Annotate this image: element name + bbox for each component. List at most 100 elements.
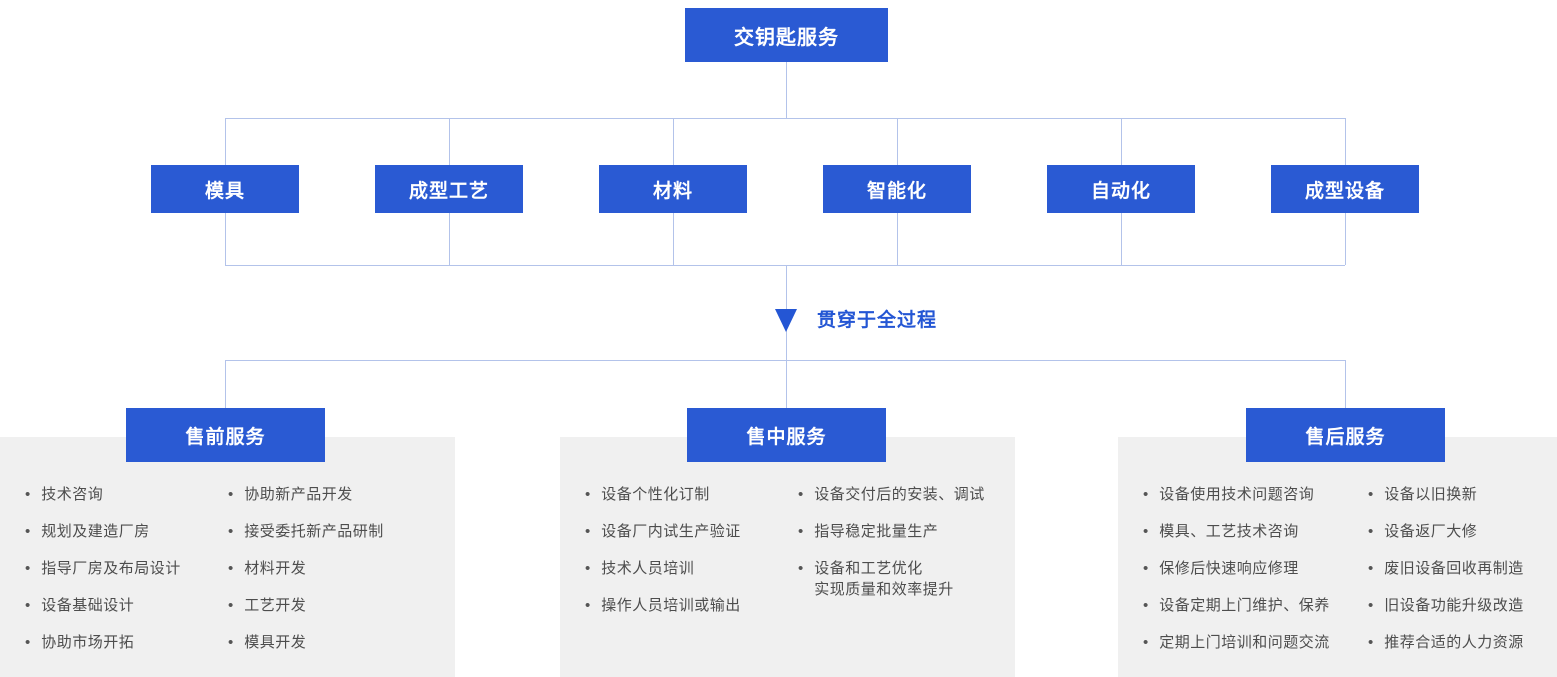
bullet-icon: • bbox=[1143, 597, 1149, 614]
list-item: • 废旧设备回收再制造 bbox=[1368, 558, 1524, 579]
bullet-icon: • bbox=[228, 523, 234, 540]
midsales-list-col2: • 设备交付后的安装、调试 • 指导稳定批量生产 • 设备和工艺优化 实现质量和效率提升 bbox=[798, 484, 985, 600]
list-item-label: 保修后快速响应修理 bbox=[1159, 560, 1299, 577]
list-item: • 保修后快速响应修理 bbox=[1143, 558, 1330, 579]
bullet-icon: • bbox=[25, 560, 31, 577]
list-item: • 旧设备功能升级改造 bbox=[1368, 595, 1524, 616]
connector-mid-rail bbox=[225, 265, 1345, 266]
connector-drop bbox=[449, 118, 450, 165]
list-item: • 技术人员培训 bbox=[585, 558, 741, 579]
section-header-aftersales: 售后服务 bbox=[1246, 408, 1445, 462]
list-item-label: 旧设备功能升级改造 bbox=[1384, 597, 1524, 614]
connector-drop bbox=[1345, 213, 1346, 265]
bullet-icon: • bbox=[1143, 486, 1149, 503]
connector-drop bbox=[225, 360, 226, 408]
node-molding-equipment: 成型设备 bbox=[1271, 165, 1419, 213]
list-item: •设备以旧换新 bbox=[1368, 484, 1524, 505]
list-item: • 材料开发 bbox=[228, 558, 384, 579]
list-item: • 设备基础设计 bbox=[25, 595, 181, 616]
list-item: •操作人员培训或输出 bbox=[585, 595, 741, 616]
connector-drop bbox=[225, 118, 226, 165]
list-item: • 设备交付后的安装、调试 bbox=[798, 484, 985, 505]
list-item: • 设备个性化订制 bbox=[585, 484, 741, 505]
list-item: • 设备返厂大修 bbox=[1368, 521, 1524, 542]
bullet-icon: • bbox=[228, 560, 234, 577]
list-item-label: 指导厂房及布局设计 bbox=[41, 560, 181, 577]
bullet-icon: • bbox=[25, 597, 31, 614]
bullet-icon: • bbox=[1368, 523, 1374, 540]
node-automation: 自动化 bbox=[1047, 165, 1195, 213]
connector-root-drop bbox=[786, 62, 787, 118]
list-item: • 设备厂内试生产验证 bbox=[585, 521, 741, 542]
section-header-midsales: 售中服务 bbox=[687, 408, 886, 462]
bullet-icon: • bbox=[585, 597, 591, 614]
list-item-label: 模具、工艺技术咨询 bbox=[1159, 523, 1299, 540]
list-item: • 协助市场开拓 bbox=[25, 632, 181, 653]
list-item-label: 设备交付后的安装、调试 bbox=[814, 486, 985, 503]
midsales-list-col1: • 设备个性化订制 • 设备厂内试生产验证 • 技术人员培训 •操作人员培训或输出 bbox=[585, 484, 741, 616]
bullet-icon: • bbox=[228, 634, 234, 651]
bullet-icon: • bbox=[228, 597, 234, 614]
connector-drop bbox=[673, 118, 674, 165]
bullet-icon: • bbox=[585, 486, 591, 503]
node-molding-process: 成型工艺 bbox=[375, 165, 523, 213]
list-item: • 协助新产品开发 bbox=[228, 484, 384, 505]
bullet-icon: • bbox=[25, 634, 31, 651]
list-item-label: 技术人员培训 bbox=[601, 560, 695, 577]
bullet-icon: • bbox=[1368, 634, 1374, 651]
list-item-label: 设备厂内试生产验证 bbox=[601, 523, 741, 540]
list-item: • 指导稳定批量生产 bbox=[798, 521, 985, 542]
list-item: •推荐合适的人力资源 bbox=[1368, 632, 1524, 653]
bullet-icon: • bbox=[798, 560, 804, 577]
process-note-label: 贯穿于全过程 bbox=[817, 310, 938, 331]
aftersales-list-col1: •设备使用技术问题咨询•模具、工艺技术咨询•保修后快速响应修理•设备定期上门维护… bbox=[1143, 484, 1330, 653]
bullet-icon: • bbox=[585, 523, 591, 540]
bullet-icon: • bbox=[1368, 560, 1374, 577]
panel-presales bbox=[0, 437, 455, 677]
list-item-label: 设备返厂大修 bbox=[1384, 523, 1478, 540]
list-item: •设备使用技术问题咨询 bbox=[1143, 484, 1330, 505]
panel-midsales bbox=[560, 437, 1015, 677]
bullet-icon: • bbox=[228, 486, 234, 503]
connector-drop bbox=[225, 213, 226, 265]
presales-list-col1: •技术咨询•规划及建造厂房•指导厂房及布局设计•设备基础设计•协助市场开拓 bbox=[25, 484, 181, 653]
list-item: •定期上门培训和问题交流 bbox=[1143, 632, 1330, 653]
connector-drop bbox=[673, 213, 674, 265]
panel-aftersales bbox=[1118, 437, 1557, 677]
list-item-label: 设备和工艺优化 实现质量和效率提升 bbox=[814, 560, 954, 598]
connector-low-rail bbox=[225, 360, 1345, 361]
bullet-icon: • bbox=[798, 523, 804, 540]
list-item-label: 设备以旧换新 bbox=[1384, 486, 1478, 503]
list-item-label: 设备个性化订制 bbox=[601, 486, 710, 503]
list-item-label: 设备基础设计 bbox=[41, 597, 135, 614]
bullet-icon: • bbox=[798, 486, 804, 503]
bullet-icon: • bbox=[1368, 597, 1374, 614]
list-item-label: 材料开发 bbox=[244, 560, 307, 577]
connector-drop bbox=[1345, 360, 1346, 408]
list-item: •规划及建造厂房 bbox=[25, 521, 181, 542]
connector-drop bbox=[1345, 118, 1346, 165]
list-item-label: 废旧设备回收再制造 bbox=[1384, 560, 1524, 577]
presales-list-col2: •协助新产品开发•接受委托新产品研制•材料开发•工艺开发•模具开发 bbox=[228, 484, 384, 653]
bullet-icon: • bbox=[585, 560, 591, 577]
connector-drop bbox=[1121, 213, 1122, 265]
aftersales-list-col2: •设备以旧换新•设备返厂大修•废旧设备回收再制造•旧设备功能升级改造•推荐合适的… bbox=[1368, 484, 1524, 653]
connector-drop bbox=[1121, 118, 1122, 165]
list-item: • 技术咨询 bbox=[25, 484, 181, 505]
list-item-label: 协助市场开拓 bbox=[41, 634, 135, 651]
list-item: •接受委托新产品研制 bbox=[228, 521, 384, 542]
bullet-icon: • bbox=[25, 523, 31, 540]
list-item-label: 定期上门培训和问题交流 bbox=[1159, 634, 1330, 651]
list-item: •模具、工艺技术咨询 bbox=[1143, 521, 1330, 542]
list-item: • 设备和工艺优化 实现质量和效率提升 bbox=[798, 558, 985, 600]
node-mold: 模具 bbox=[151, 165, 299, 213]
list-item-label: 指导稳定批量生产 bbox=[814, 523, 939, 540]
list-item-label: 模具开发 bbox=[244, 634, 307, 651]
bullet-icon: • bbox=[1143, 560, 1149, 577]
bullet-icon: • bbox=[25, 486, 31, 503]
list-item-label: 工艺开发 bbox=[244, 597, 307, 614]
list-item-label: 协助新产品开发 bbox=[244, 486, 353, 503]
list-item-label: 技术咨询 bbox=[41, 486, 104, 503]
list-item: • 模具开发 bbox=[228, 632, 384, 653]
